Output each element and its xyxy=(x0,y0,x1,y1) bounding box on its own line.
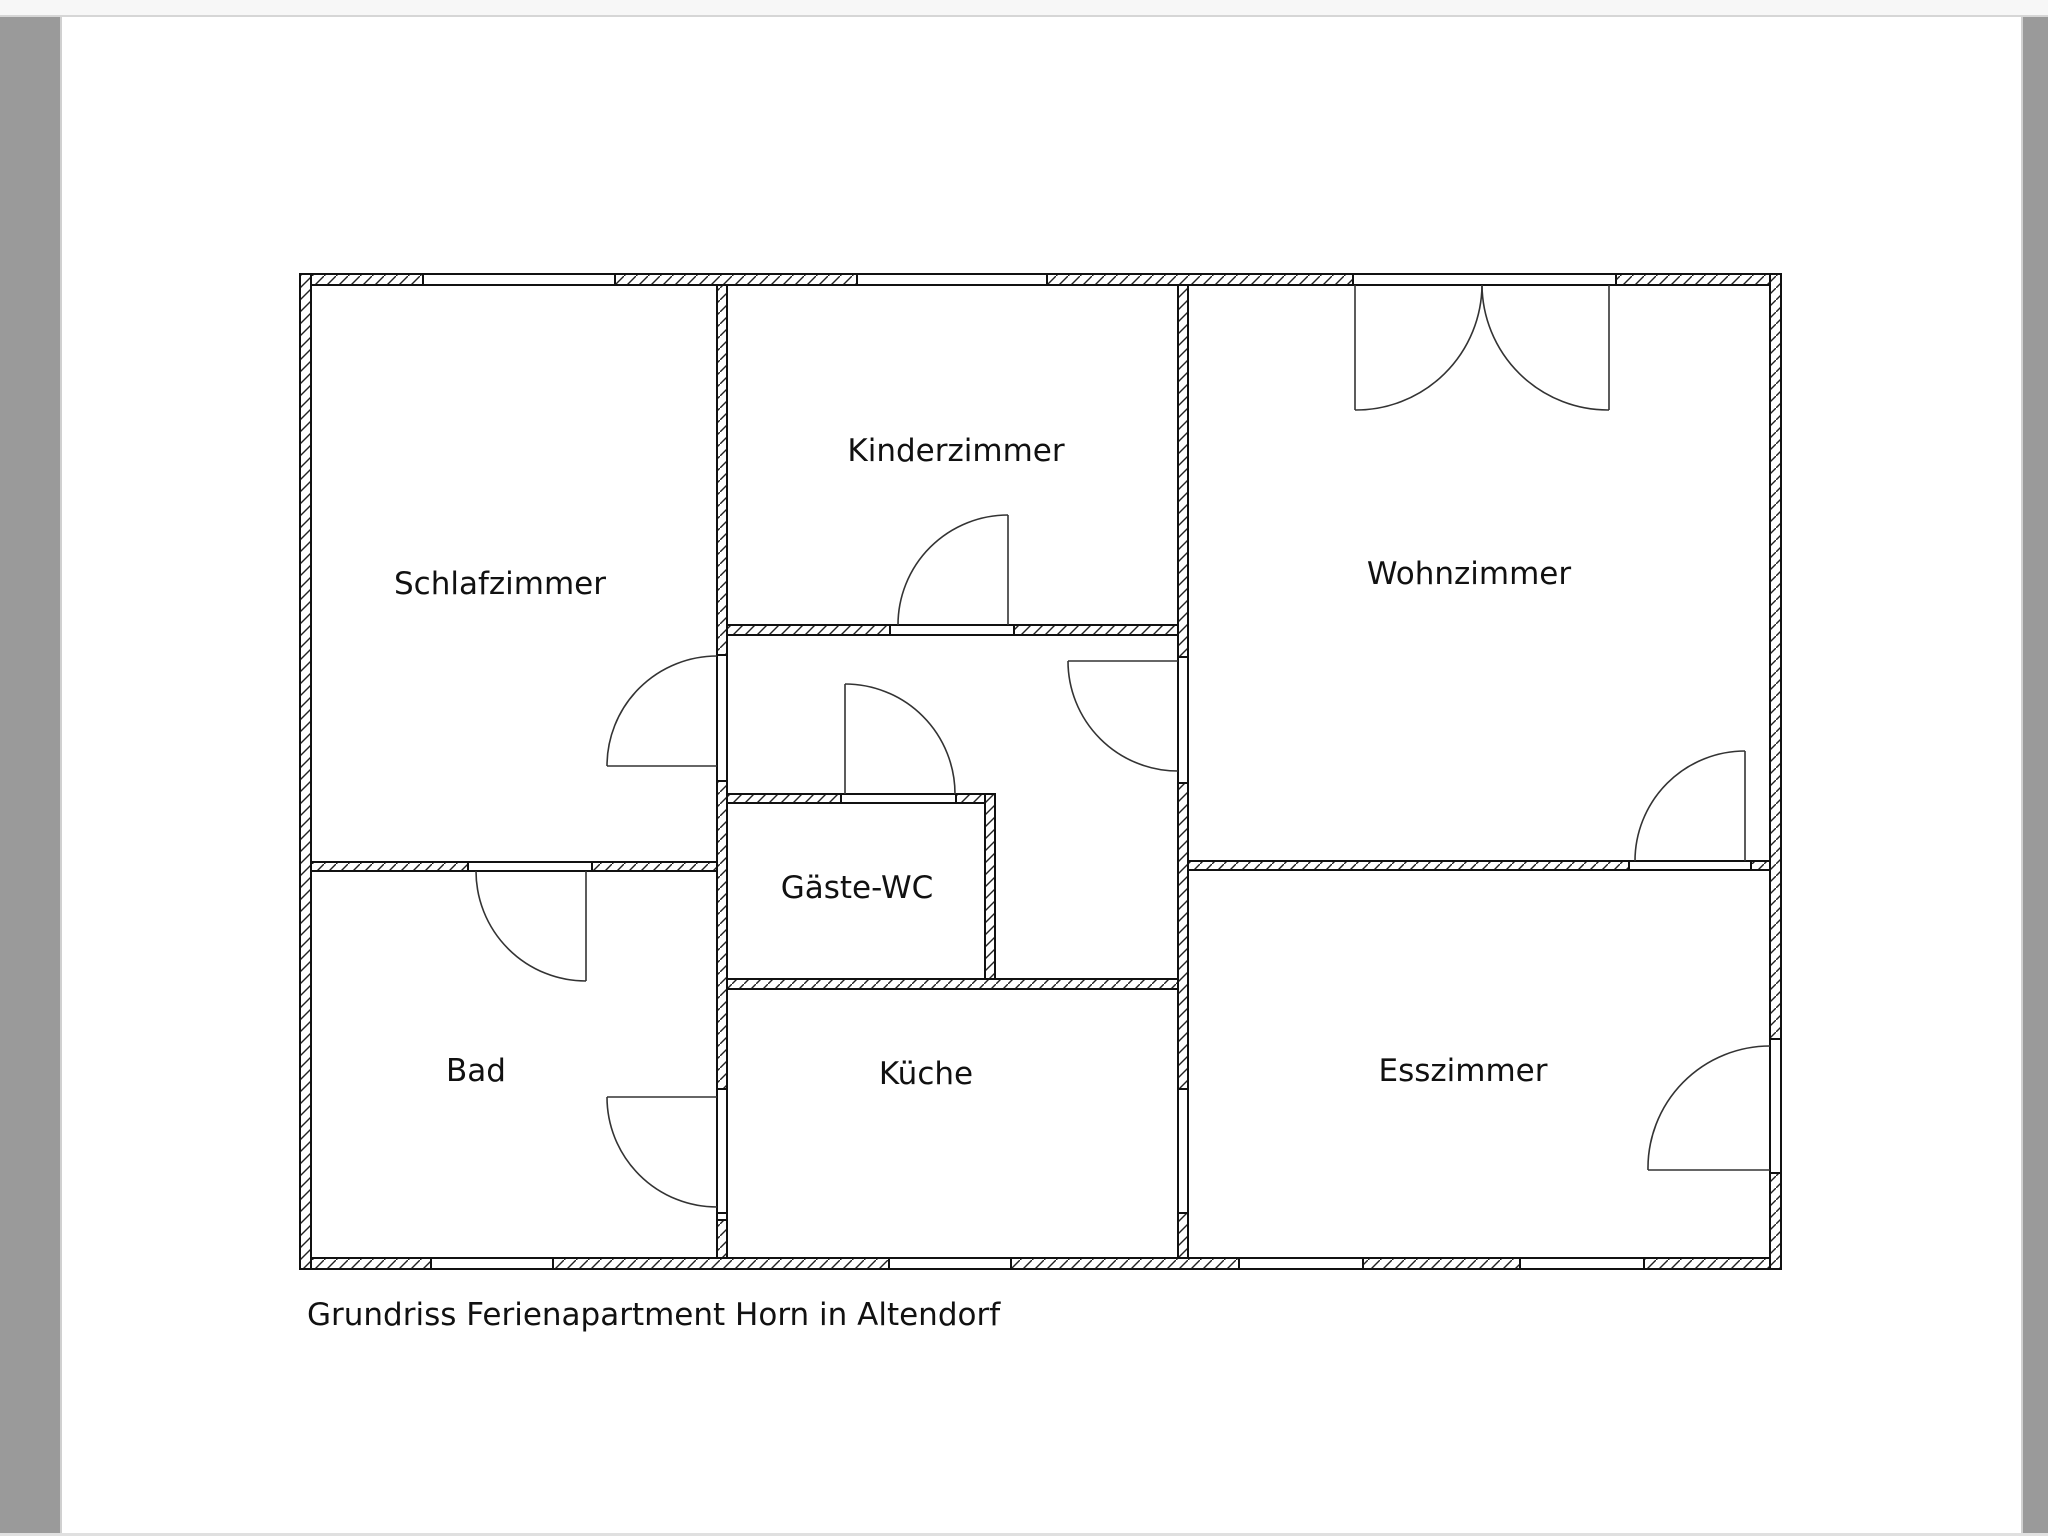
door-flur-wohnzimmer xyxy=(1067,660,1179,772)
openings xyxy=(422,273,1782,1270)
opening-wohnzimmer-bottom xyxy=(1628,860,1752,871)
window-kinderzimmer-top xyxy=(856,273,1048,286)
door-gaeste-wc xyxy=(844,683,956,795)
opening-schlafzimmer xyxy=(716,654,728,782)
window-kueche-bottom xyxy=(888,1257,1012,1270)
walls xyxy=(299,273,1782,1270)
wall-wc-right xyxy=(984,793,996,990)
wall-flur-kueche xyxy=(726,978,1179,990)
door-esszimmer-right xyxy=(1647,1045,1771,1171)
wall-wohn-ess xyxy=(1187,860,1771,871)
viewer-right-margin xyxy=(2021,17,2048,1534)
door-swings xyxy=(475,284,1771,1208)
window-bad-bottom xyxy=(430,1257,554,1270)
viewer-bottom-bar xyxy=(0,1533,2048,1536)
opening-wc xyxy=(840,793,957,804)
room-label-kueche: Küche xyxy=(878,1056,974,1092)
room-label-gaeste-wc: Gäste-WC xyxy=(780,870,934,906)
room-label-esszimmer: Esszimmer xyxy=(1378,1053,1548,1089)
door-bad-right xyxy=(606,1096,718,1208)
door-bad-top xyxy=(475,870,587,982)
window-schlafzimmer-top xyxy=(422,273,616,286)
opening-flur-right xyxy=(1177,656,1189,784)
room-label-wohnzimmer: Wohnzimmer xyxy=(1366,556,1572,592)
room-label-schlafzimmer: Schlafzimmer xyxy=(394,566,606,602)
opening-bad-top xyxy=(467,861,593,872)
outer-wall-right xyxy=(1769,273,1782,1270)
floor-plan-caption: Grundriss Ferienapartment Horn in Altend… xyxy=(307,1297,1001,1333)
window-esszimmer-bottom-1 xyxy=(1238,1257,1364,1270)
outer-wall-left xyxy=(299,273,312,1270)
window-wohnzimmer-top xyxy=(1352,273,1617,286)
room-label-kinderzimmer: Kinderzimmer xyxy=(847,433,1065,469)
door-kinderzimmer xyxy=(897,514,1009,626)
opening-kinderzimmer xyxy=(889,624,1015,636)
door-wohnzimmer xyxy=(1634,750,1746,862)
viewer-left-margin xyxy=(0,17,62,1534)
room-label-bad: Bad xyxy=(446,1053,506,1089)
opening-kueche-right xyxy=(1177,1088,1189,1214)
door-wohnzimmer-double xyxy=(1354,284,1610,411)
viewer-top-bar xyxy=(0,0,2048,17)
window-esszimmer-bottom-2 xyxy=(1519,1257,1645,1270)
opening-kueche-left xyxy=(716,1088,728,1214)
door-schlafzimmer xyxy=(606,655,718,767)
opening-esszimmer-right xyxy=(1769,1038,1782,1174)
document-page xyxy=(62,17,2021,1533)
